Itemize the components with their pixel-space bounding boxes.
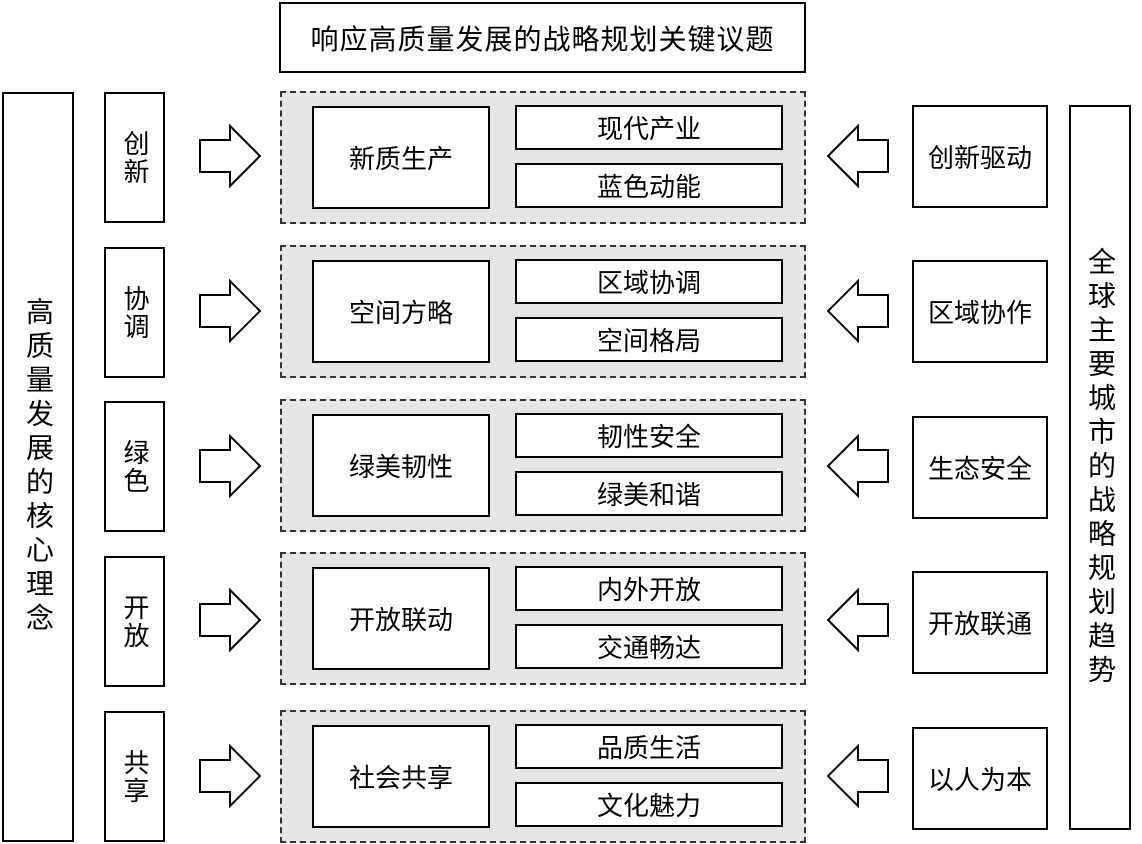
topic-sub: 文化魅力 bbox=[515, 782, 783, 827]
arrow-right-icon bbox=[199, 434, 262, 498]
concept-openness: 开放 bbox=[104, 556, 165, 687]
topic-main: 绿美韧性 bbox=[312, 414, 490, 517]
topic-sub: 内外开放 bbox=[515, 566, 783, 611]
arrow-left-icon bbox=[826, 588, 889, 652]
diagram-title: 响应高质量发展的战略规划关键议题 bbox=[279, 2, 806, 73]
concept-innovation: 创新 bbox=[104, 92, 165, 223]
trend-ecological-security: 生态安全 bbox=[912, 416, 1048, 519]
arrow-right-icon bbox=[199, 744, 262, 808]
topic-group-innovation: 新质生产 现代产业 蓝色动能 bbox=[280, 91, 806, 224]
topic-sub: 绿美和谐 bbox=[515, 471, 783, 516]
arrow-right-icon bbox=[199, 279, 262, 343]
topic-group-openness: 开放联动 内外开放 交通畅达 bbox=[280, 552, 806, 685]
topic-sub: 品质生活 bbox=[515, 724, 783, 769]
topic-group-green: 绿美韧性 韧性安全 绿美和谐 bbox=[280, 399, 806, 532]
arrow-left-icon bbox=[826, 279, 889, 343]
arrow-right-icon bbox=[199, 588, 262, 652]
trend-people-oriented: 以人为本 bbox=[912, 727, 1048, 830]
topic-group-sharing: 社会共享 品质生活 文化魅力 bbox=[280, 710, 806, 843]
concept-green: 绿色 bbox=[104, 401, 165, 532]
arrow-left-icon bbox=[826, 124, 889, 188]
trend-open-connectivity: 开放联通 bbox=[912, 571, 1048, 674]
core-concepts-label: 高质量发展的核心理念 bbox=[2, 92, 74, 842]
topic-sub: 交通畅达 bbox=[515, 624, 783, 669]
topic-sub: 区域协调 bbox=[515, 259, 783, 304]
concept-sharing: 共享 bbox=[104, 711, 165, 842]
topic-main: 社会共享 bbox=[312, 725, 490, 828]
topic-main: 新质生产 bbox=[312, 106, 490, 209]
global-trends-label: 全球主要城市的战略规划趋势 bbox=[1069, 105, 1131, 830]
topic-main: 开放联动 bbox=[312, 567, 490, 670]
trend-regional-cooperation: 区域协作 bbox=[912, 260, 1048, 363]
topic-sub: 现代产业 bbox=[515, 105, 783, 150]
topic-main: 空间方略 bbox=[312, 260, 490, 363]
arrow-right-icon bbox=[199, 124, 262, 188]
topic-sub: 蓝色动能 bbox=[515, 163, 783, 208]
topic-sub: 韧性安全 bbox=[515, 413, 783, 458]
topic-group-coordination: 空间方略 区域协调 空间格局 bbox=[280, 245, 806, 378]
topic-sub: 空间格局 bbox=[515, 317, 783, 362]
concept-coordination: 协调 bbox=[104, 247, 165, 378]
trend-innovation-driven: 创新驱动 bbox=[912, 105, 1048, 208]
arrow-left-icon bbox=[826, 434, 889, 498]
arrow-left-icon bbox=[826, 744, 889, 808]
